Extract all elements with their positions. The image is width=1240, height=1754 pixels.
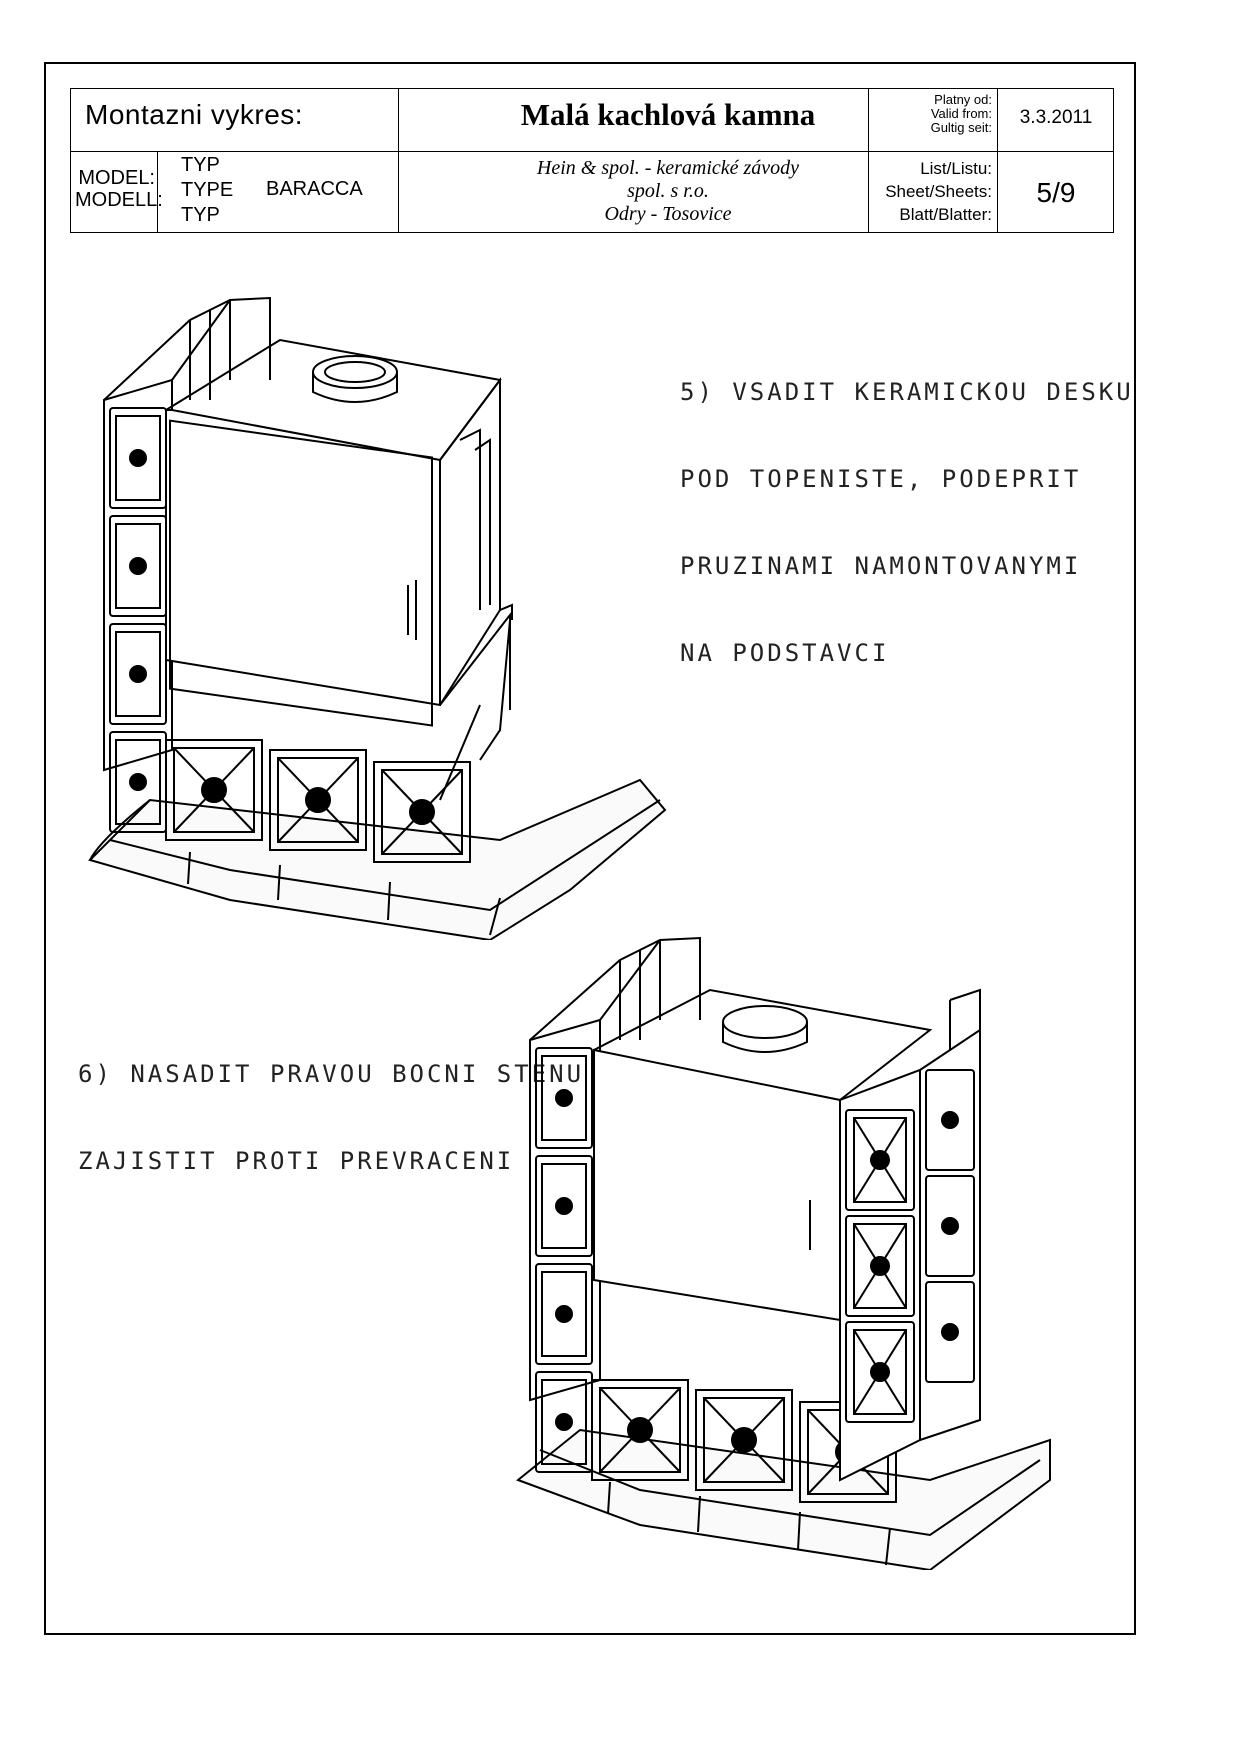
company-block: Hein & spol. - keramické závody spol. s … xyxy=(536,157,800,225)
sheet-number: 5/9 xyxy=(1036,177,1076,208)
type-labels: TYP TYPE TYP xyxy=(181,154,234,226)
step-6-illustration xyxy=(516,936,1051,1570)
drawing-frame xyxy=(44,62,1136,1635)
sheet-labels: List/Listu: Sheet/Sheets: Blatt/Blatter: xyxy=(885,159,992,224)
model-name: BARACCA xyxy=(266,178,363,200)
valid-date: 3.3.2011 xyxy=(1019,107,1093,128)
step-5-note: 5) VSADIT KERAMICKOU DESKU POD TOPENISTE… xyxy=(680,378,1134,667)
step-5-illustration xyxy=(88,296,667,940)
model-labels: MODEL: MODELL: xyxy=(75,167,163,211)
title-block: Montazni vykres: Malá kachlová kamna Pla… xyxy=(70,88,1114,233)
drawing-title: Malá kachlová kamna xyxy=(520,97,816,132)
drawing-type-label: Montazni vykres: xyxy=(85,99,304,130)
valid-from-labels: Platny od: Valid from: Gultig seit: xyxy=(930,92,992,135)
step-6-note: 6) NASADIT PRAVOU BOCNI STENU ZAJISTIT P… xyxy=(78,1060,585,1175)
